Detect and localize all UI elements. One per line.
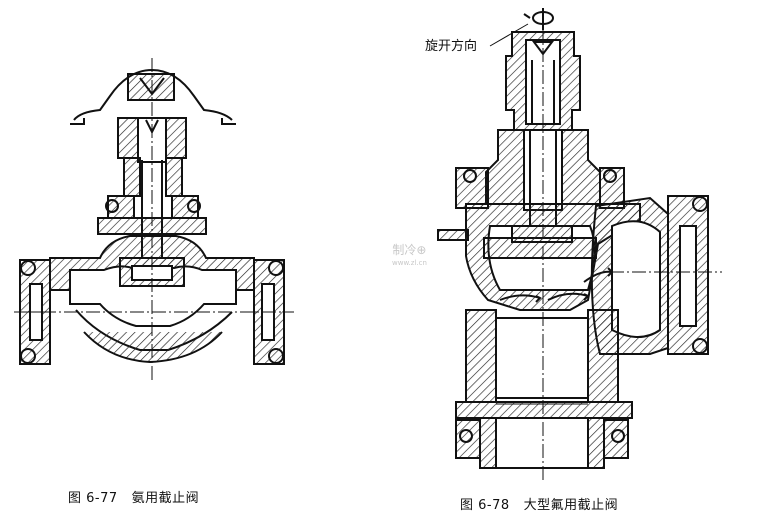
ammonia-valve-drawing [14, 58, 294, 380]
caption-left: 图 6-77 氨用截止阀 [68, 487, 199, 506]
valve-body [49, 235, 255, 364]
handwheel [70, 68, 236, 125]
inlet-section [455, 309, 633, 469]
caption-left-number: 图 6-77 [68, 491, 118, 506]
caption-left-title: 氨用截止阀 [131, 491, 200, 506]
caption-right: 图 6-78 大型氟用截止阀 [460, 494, 618, 513]
outlet-flange [610, 195, 722, 355]
bonnet-and-stem [97, 117, 207, 258]
watermark-url: www.zl.cn [392, 259, 427, 267]
caption-right-number: 图 6-78 [460, 498, 510, 513]
rotation-direction-label: 旋开方向 [425, 39, 478, 54]
watermark: 制冷⊕ www.zl.cn [392, 244, 427, 270]
fluorine-valve-drawing [437, 8, 722, 480]
caption-right-title: 大型氟用截止阀 [523, 498, 619, 513]
watermark-text: 制冷⊕ [392, 243, 427, 257]
valve-body-large [465, 196, 669, 355]
